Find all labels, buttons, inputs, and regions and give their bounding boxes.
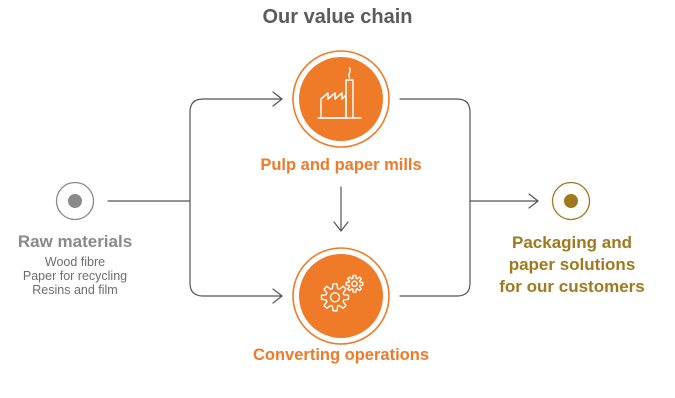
merge-from-converting bbox=[399, 200, 471, 297]
output-title-line: for our customers bbox=[499, 277, 645, 296]
branch-to-mills bbox=[189, 98, 283, 202]
raw-materials-title: Raw materials bbox=[17, 232, 133, 251]
raw-item: Paper for recycling bbox=[22, 269, 128, 283]
arrowhead-converting bbox=[272, 288, 283, 304]
diagram-title: Our value chain bbox=[262, 6, 413, 28]
arrowhead-down bbox=[333, 221, 349, 232]
grey-dot-icon bbox=[55, 181, 95, 221]
converting-label: Converting operations bbox=[252, 346, 429, 364]
raw-item: Resins and film bbox=[32, 283, 118, 297]
pulp-mills-label: Pulp and paper mills bbox=[260, 156, 422, 174]
gears-icon bbox=[292, 247, 390, 345]
output-title-line: Packaging and bbox=[512, 233, 632, 252]
arrowhead-output bbox=[528, 193, 539, 209]
arrowhead-mills bbox=[272, 91, 283, 107]
raw-item: Wood fibre bbox=[44, 255, 106, 269]
branch-to-converting bbox=[189, 200, 283, 297]
raw-materials-list: Wood fibre Paper for recycling Resins an… bbox=[0, 255, 150, 297]
output-title: Packaging and paper solutions for our cu… bbox=[483, 232, 661, 298]
gold-dot-icon bbox=[551, 181, 591, 221]
raw-materials-block: Raw materials Wood fibre Paper for recyc… bbox=[0, 232, 150, 297]
merge-from-mills bbox=[399, 98, 471, 202]
factory-icon bbox=[292, 50, 390, 148]
output-title-line: paper solutions bbox=[508, 255, 636, 274]
